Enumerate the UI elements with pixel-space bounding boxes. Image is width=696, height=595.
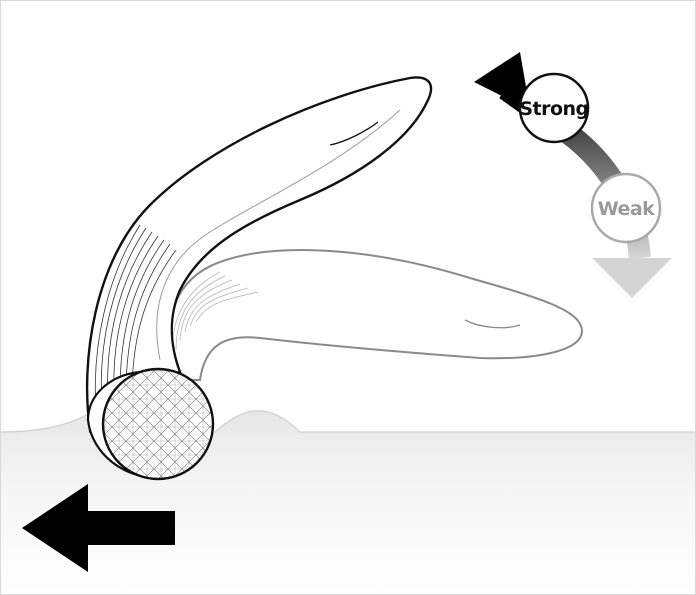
device-weak-position [167,249,584,381]
weak-label: Weak [598,198,655,220]
weak-badge: Weak [590,172,662,244]
roller-ball [86,367,215,481]
device-strong-position [85,76,433,434]
strong-badge: Strong [518,72,590,144]
left-arrow-icon [22,484,175,572]
strong-label: Strong [519,98,588,120]
